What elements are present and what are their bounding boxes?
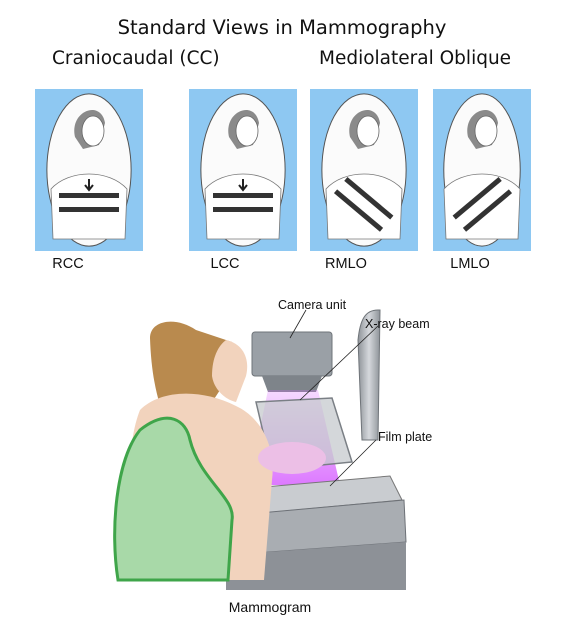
view-illustration [200, 93, 286, 247]
woman-gown [113, 416, 234, 582]
torso-shape [50, 173, 128, 240]
machine-arm [357, 309, 381, 441]
torso-shape [325, 173, 403, 240]
upper-plate [452, 177, 502, 220]
camera-unit-callout: Camera unit [278, 298, 347, 312]
mlo-group-label: Mediolateral Oblique [319, 48, 512, 69]
camera-unit [251, 331, 333, 377]
upper-plate [213, 193, 273, 198]
compression-arrow [84, 179, 94, 192]
woman-face [212, 340, 248, 402]
view-illustration [443, 93, 521, 247]
lower-plate [59, 207, 119, 212]
breast-in-beam [258, 442, 326, 474]
upper-plate [59, 193, 119, 198]
lower-plate [333, 189, 384, 232]
film-plate-callout: Film plate [378, 430, 433, 444]
lower-plate [462, 189, 513, 232]
view-illustration [46, 93, 132, 247]
view-illustration [321, 93, 407, 247]
cc-group-label: Craniocaudal (CC) [52, 48, 220, 69]
rcc-view-panel [35, 89, 143, 251]
xray-beam-callout: X-ray beam [365, 317, 430, 331]
lmlo-label: LMLO [450, 256, 490, 272]
mammogram-caption: Mammogram [228, 599, 312, 615]
mammogram-illustration [113, 309, 407, 590]
face-shape [235, 115, 259, 147]
lmlo-view-panel [433, 89, 531, 251]
compression-arrow [238, 179, 248, 192]
face-shape [356, 115, 380, 147]
rmlo-view-panel [310, 89, 418, 251]
rcc-label: RCC [52, 256, 84, 272]
face-shape [474, 115, 498, 147]
face-shape [81, 115, 105, 147]
rmlo-label: RMLO [325, 256, 367, 272]
torso-shape [443, 173, 521, 240]
torso-shape [204, 173, 282, 240]
lower-plate [213, 207, 273, 212]
lcc-label: LCC [210, 256, 240, 272]
lcc-view-panel [189, 89, 297, 251]
figure-title: Standard Views in Mammography [117, 16, 447, 39]
upper-plate [344, 177, 394, 220]
